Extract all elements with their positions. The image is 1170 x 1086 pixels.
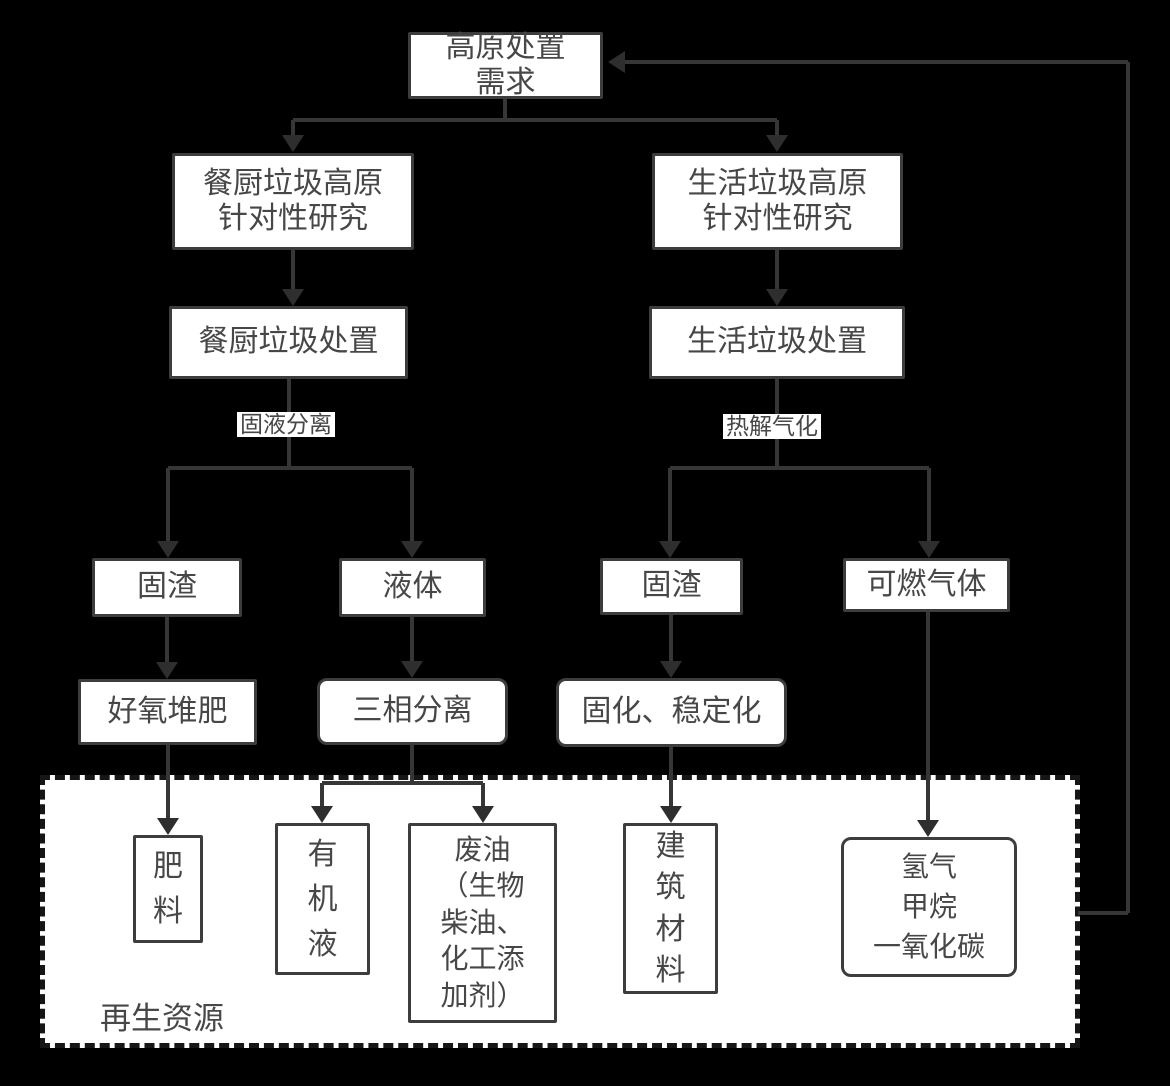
node-domestic-waste-disposal: 生活垃圾处置: [649, 306, 905, 379]
node-plateau-disposal-demand: 高原处置 需求: [408, 31, 603, 99]
node-kitchen-waste-disposal: 餐厨垃圾处置: [169, 306, 408, 379]
node-domestic-waste-plateau-research: 生活垃圾高原 针对性研究: [652, 153, 903, 250]
edge-label-pyrolysis-gasification: 热解气化: [723, 414, 821, 439]
renewable-resources-label: 再生资源: [100, 1001, 224, 1036]
node-organic-liquid: 有 机 液: [275, 823, 370, 975]
connector-lines: [165, 60, 1130, 915]
node-solid-residue-right: 固渣: [600, 558, 743, 615]
arrowheads: [156, 51, 940, 837]
node-liquid: 液体: [339, 558, 486, 617]
node-solid-residue-left: 固渣: [92, 558, 242, 617]
node-hydrogen-methane-co: 氢气 甲烷 一氧化碳: [841, 837, 1017, 977]
node-aerobic-composting: 好氧堆肥: [78, 679, 257, 745]
node-waste-oil: 废油 （生物 柴油、 化工添 加剂）: [408, 823, 557, 1023]
node-kitchen-waste-plateau-research: 餐厨垃圾高原 针对性研究: [172, 153, 414, 250]
node-combustible-gas: 可燃气体: [843, 558, 1010, 612]
edge-label-solid-liquid-separation: 固液分离: [237, 412, 335, 437]
node-fertilizer: 肥 料: [133, 835, 203, 943]
node-three-phase-separation: 三相分离: [317, 678, 508, 745]
node-building-material: 建 筑 材 料: [623, 823, 718, 994]
node-solidification-stabilization: 固化、稳定化: [556, 678, 787, 747]
